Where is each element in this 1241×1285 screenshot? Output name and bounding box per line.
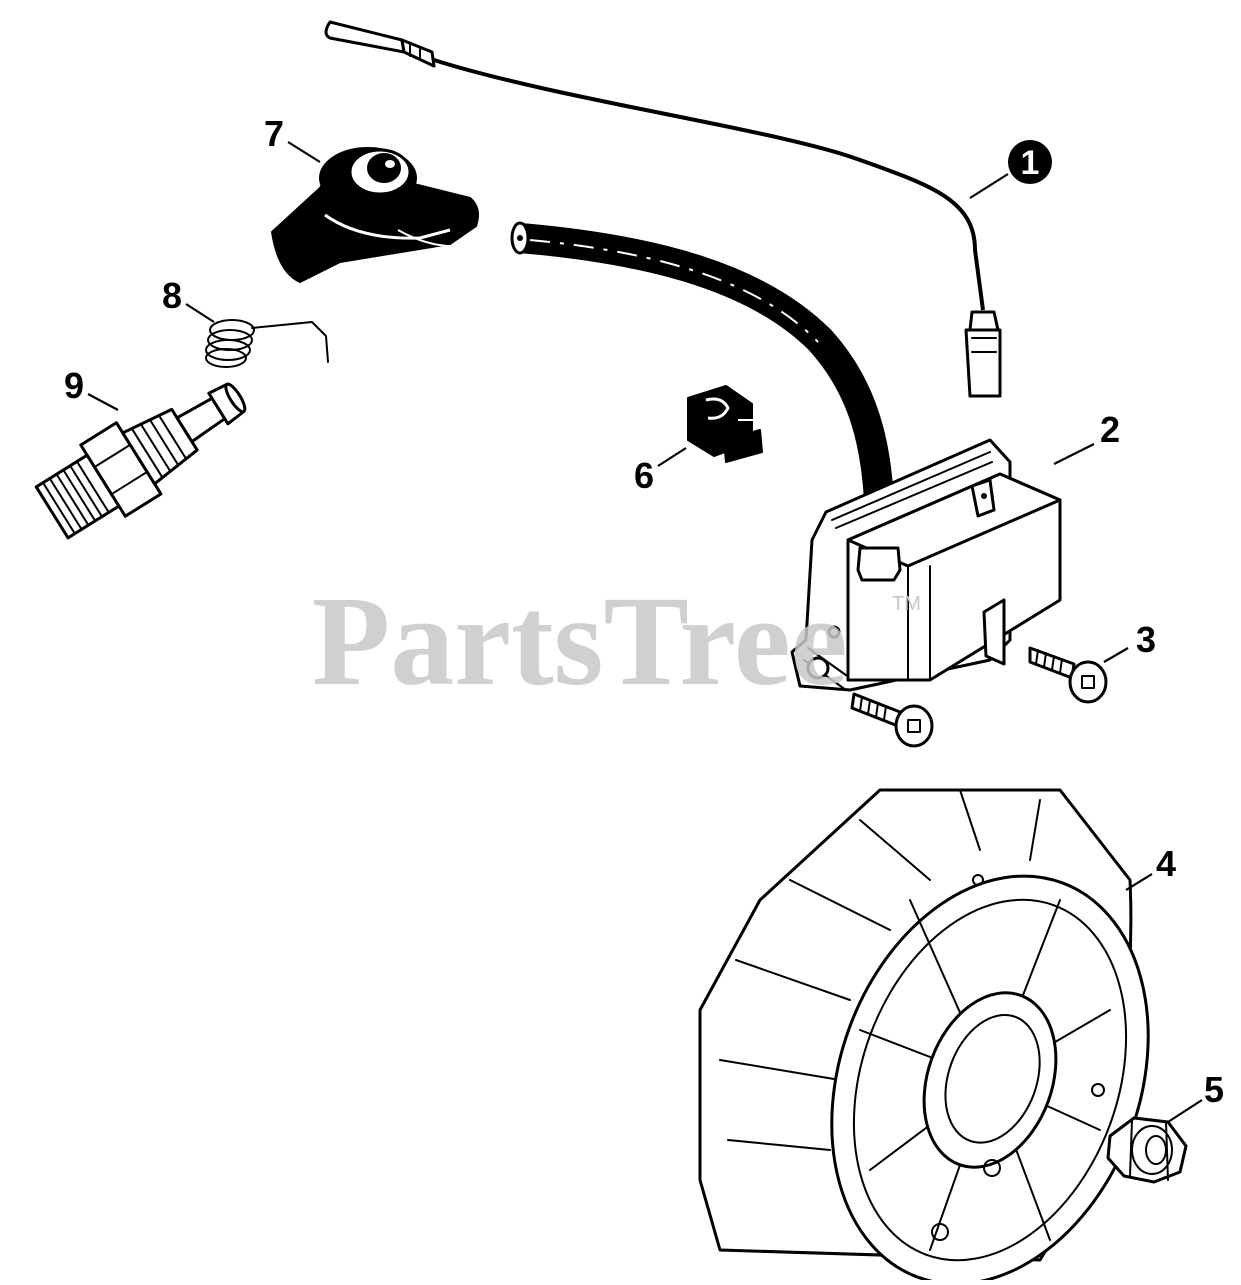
part-screw-right[interactable] bbox=[1028, 646, 1108, 704]
part-ground-wire[interactable] bbox=[324, 20, 1002, 398]
callout-2[interactable]: 2 bbox=[1053, 409, 1120, 465]
callout-4-label: 4 bbox=[1156, 843, 1176, 884]
part-spark-plug[interactable] bbox=[30, 360, 262, 548]
callout-9-label: 9 bbox=[64, 365, 84, 406]
callout-5[interactable]: 5 bbox=[1167, 1069, 1224, 1123]
watermark: PartsTree TM bbox=[312, 570, 921, 712]
callout-8-label: 8 bbox=[162, 275, 182, 316]
callout-5-label: 5 bbox=[1204, 1069, 1224, 1110]
callout-1-badge bbox=[1008, 140, 1052, 184]
part-ignition-coil[interactable] bbox=[790, 438, 1062, 692]
callout-7-label: 7 bbox=[264, 113, 284, 154]
part-flywheel[interactable] bbox=[698, 788, 1203, 1285]
part-ignition-lead bbox=[510, 221, 895, 541]
callout-7[interactable]: 7 bbox=[264, 113, 321, 163]
callout-6[interactable]: 6 bbox=[634, 447, 687, 496]
callout-6-label: 6 bbox=[634, 455, 654, 496]
part-flywheel-nut[interactable] bbox=[1106, 1116, 1188, 1184]
part-spring[interactable] bbox=[205, 319, 329, 368]
callout-8[interactable]: 8 bbox=[162, 275, 215, 323]
callout-2-label: 2 bbox=[1100, 409, 1120, 450]
callout-3-label: 3 bbox=[1136, 619, 1156, 660]
part-screw-left[interactable] bbox=[850, 692, 934, 748]
callout-3[interactable]: 3 bbox=[1103, 619, 1156, 663]
callout-9[interactable]: 9 bbox=[64, 365, 119, 411]
watermark-trademark: TM bbox=[892, 593, 921, 615]
watermark-text: PartsTree bbox=[312, 570, 847, 712]
callout-1[interactable]: 1 bbox=[969, 140, 1052, 199]
part-grommet[interactable] bbox=[687, 385, 767, 463]
callout-1-label: 1 bbox=[1021, 144, 1040, 182]
callout-4[interactable]: 4 bbox=[1125, 843, 1176, 891]
part-spark-plug-boot[interactable] bbox=[271, 147, 479, 283]
